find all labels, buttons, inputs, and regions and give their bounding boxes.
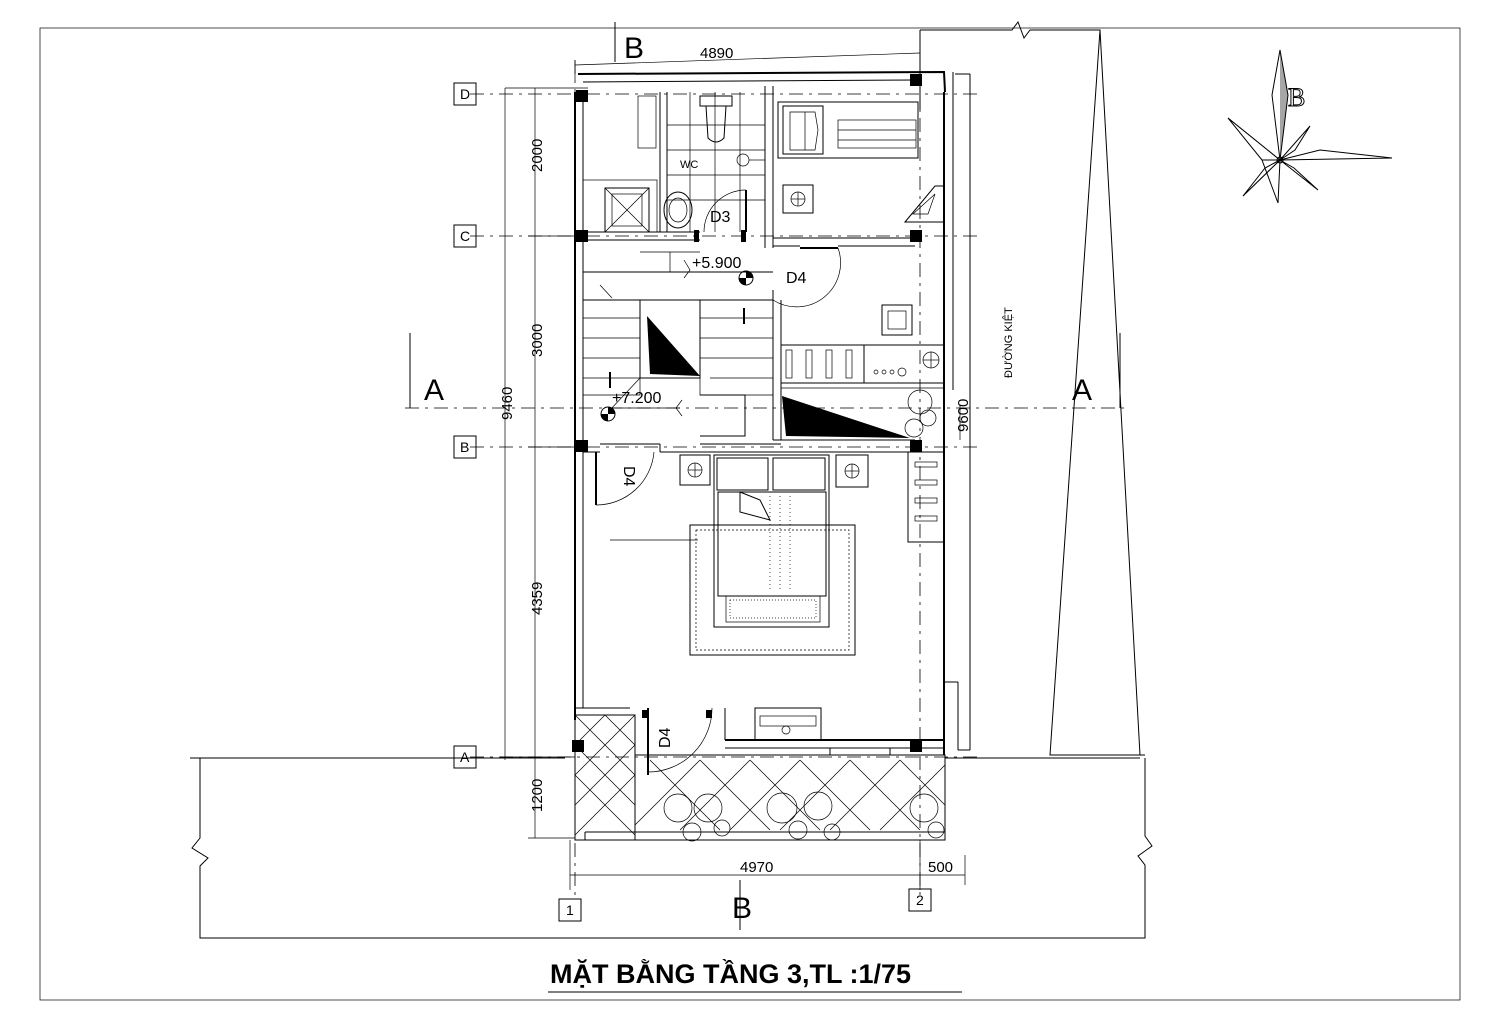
door-label-d4-balcony: D4: [657, 727, 674, 748]
drawing-title: MẶT BẰNG TẦNG 3,TL :1/75: [550, 958, 911, 989]
axis-col-2: 2: [916, 892, 924, 908]
axis-row-d: D: [460, 86, 470, 102]
dim-bottom-offset: 500: [928, 859, 953, 876]
wardrobe-icon: [907, 451, 945, 543]
basin-icon: [663, 191, 693, 229]
columns: [572, 74, 922, 752]
north-arrow-icon: [1227, 49, 1393, 204]
axis-row-a: A: [460, 749, 470, 765]
floor-wedge: [782, 396, 910, 438]
door-label-d4-upper: D4: [786, 270, 807, 287]
section-label-a-right: A: [1072, 374, 1092, 407]
axis-row-c: C: [460, 228, 470, 244]
double-bed-icon: [689, 454, 856, 656]
level-marker-upper: [683, 259, 760, 324]
axis-col-1: 1: [566, 902, 574, 918]
level-marker-lower: [600, 372, 683, 422]
section-label-b-bottom: B: [732, 892, 752, 925]
washing-machine-icon: [604, 187, 650, 233]
nightstand-left-icon: [679, 454, 711, 486]
dim-left-3: 4359: [529, 582, 546, 615]
dim-right-total: 9600: [955, 399, 972, 432]
dim-left-1: 2000: [529, 139, 546, 172]
cabinet: [637, 95, 657, 149]
floor-drain-icon: [736, 153, 765, 167]
balcony-plants-icon: [663, 791, 945, 842]
dimension-lines: [500, 45, 966, 890]
sheet-border: [39, 27, 1461, 1001]
street-label: ĐƯỜNG KIỆT: [1002, 307, 1015, 378]
door-label-d3: D3: [710, 209, 731, 226]
door-d4-balcony: [642, 707, 713, 775]
door-d4-bedroom: [595, 451, 698, 541]
toilet-icon: [699, 95, 733, 143]
section-cut-markers: [409, 22, 1121, 930]
dim-left-total: 9460: [499, 387, 516, 420]
dim-left-4: 1200: [529, 779, 546, 812]
desk-lamp-icon: [903, 185, 945, 223]
room-label-wc: WC: [680, 159, 698, 171]
level-label-lower: +7.200: [612, 390, 661, 407]
balcony: [574, 714, 946, 841]
level-label-upper: +5.900: [692, 255, 741, 272]
sink-unit-icon: [881, 304, 913, 336]
dim-top-width: 4890: [700, 45, 733, 62]
single-bed-icon: [777, 101, 919, 159]
wc-tiles: [667, 92, 765, 232]
door-label-d4-bedroom: D4: [620, 466, 637, 487]
section-label-a-left: A: [424, 374, 444, 407]
axis-row-b: B: [460, 439, 469, 455]
door-d4-upper: [772, 247, 841, 308]
site-boundary: [190, 20, 1153, 939]
nightstand-icon: [782, 184, 814, 214]
nightstand-right-icon: [835, 454, 869, 488]
kitchen-counter: [780, 344, 945, 384]
grid-axis-markers: [453, 82, 932, 922]
dim-left-2: 3000: [529, 324, 546, 357]
tv-cabinet-icon: [754, 707, 822, 741]
shelf: [582, 179, 658, 233]
plants-kitchen-icon: [904, 389, 937, 438]
interior-walls: [583, 86, 920, 453]
dim-bottom-width: 4970: [740, 859, 773, 876]
section-label-b-top: B: [624, 32, 644, 65]
door-d3: [694, 189, 747, 242]
north-label: B: [1288, 83, 1305, 112]
